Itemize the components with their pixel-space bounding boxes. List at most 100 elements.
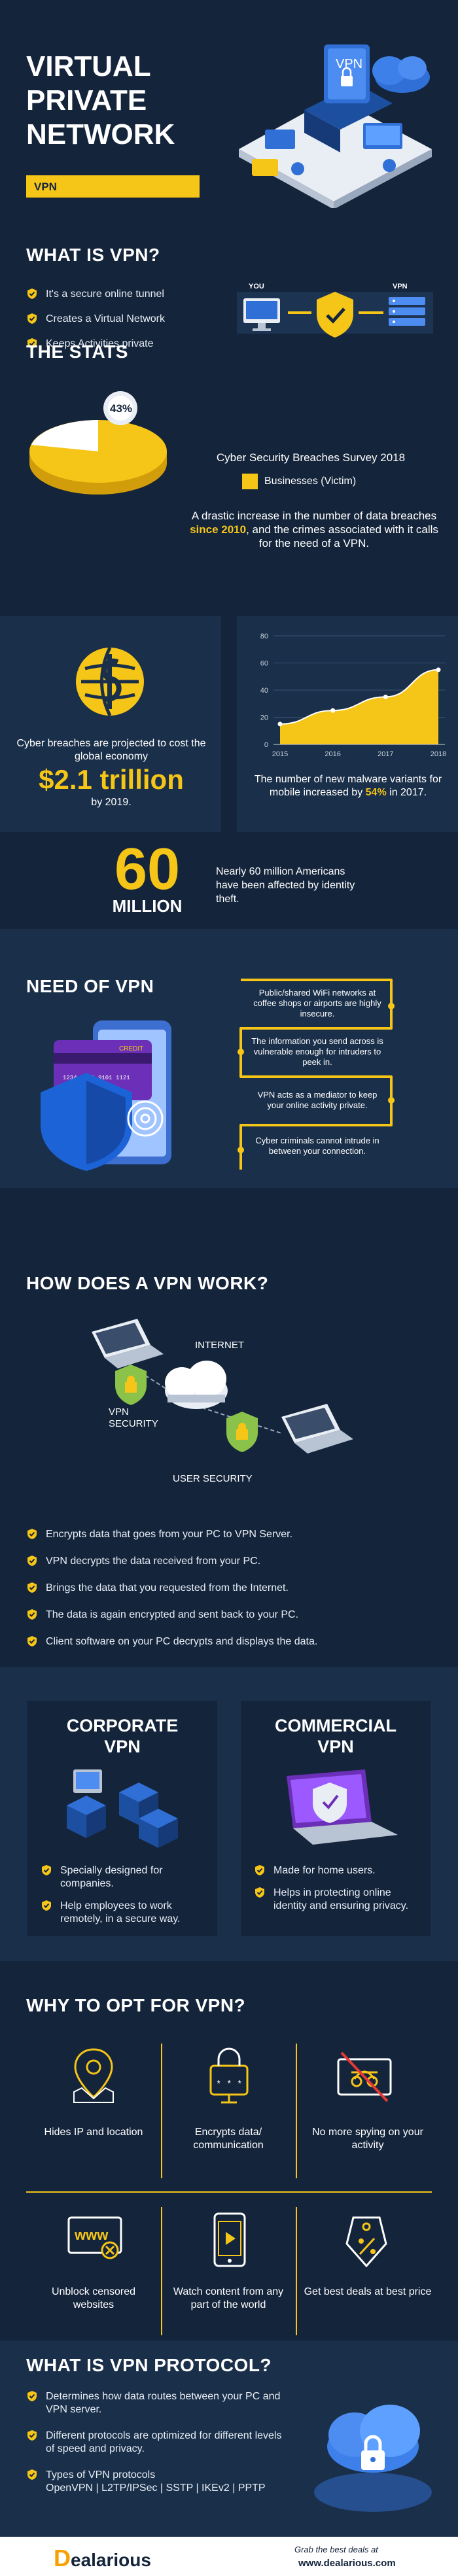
check-icon — [254, 1887, 266, 1898]
need-title: NEED OF VPN — [26, 976, 154, 996]
cost-text: Cyber breaches are projected to cost the… — [16, 738, 206, 762]
corporate-list: Specially designed for companies. Help e… — [41, 1864, 207, 1926]
dollar-globe-icon — [76, 646, 144, 717]
how-diagram — [92, 1319, 353, 1453]
www-icon: www — [67, 2216, 122, 2259]
how-item: Client software on your PC decrypts and … — [26, 1635, 432, 1648]
brand-logo: Dealarious — [54, 2545, 151, 2571]
price-tag-icon — [345, 2216, 387, 2268]
lock-icon — [236, 1423, 248, 1440]
check-icon — [254, 1864, 266, 1876]
legend-text: Businesses (Victim) — [264, 476, 357, 487]
how-title: HOW DOES A VPN WORK? — [26, 1273, 269, 1293]
check-icon — [41, 1900, 52, 1911]
check-icon — [26, 1609, 38, 1620]
check-icon — [26, 1555, 38, 1567]
protocol-item-text: Different protocols are optimized for di… — [46, 2430, 282, 2454]
why-title: WHY TO OPT FOR VPN? — [26, 1995, 246, 2015]
cost-year: by 2019. — [91, 797, 132, 808]
hero-title-line2: PRIVATE — [26, 84, 147, 116]
need-step: VPN acts as a mediator to keep your onli… — [257, 1090, 378, 1110]
spy-icon — [337, 2051, 392, 2102]
why-item-label: Watch content from any part of the world — [173, 2286, 284, 2310]
y-tick-label: 60 — [260, 660, 268, 668]
protocol-item: Types of VPN protocols OpenVPN | L2TP/IP… — [26, 2469, 288, 2495]
user-security-label: USER SECURITY — [173, 1473, 253, 1484]
x-tick-label: 2018 — [431, 750, 446, 758]
check-icon — [26, 288, 38, 300]
laptop-shield-illustration — [287, 1769, 398, 1845]
lock-icon — [125, 1376, 137, 1393]
data-point — [383, 694, 388, 699]
why-item-label: Unblock censored websites — [51, 2286, 136, 2310]
divider — [296, 2044, 297, 2178]
protocol-title: WHAT IS VPN PROTOCOL? — [26, 2355, 272, 2375]
protocol-types: OpenVPN | L2TP/IPSec | SSTP | IKEv2 | PP… — [46, 2482, 266, 2494]
shield-icon — [317, 292, 353, 338]
mobile-play-icon — [213, 2212, 246, 2267]
how-item: VPN decrypts the data received from your… — [26, 1555, 432, 1568]
y-tick-label: 80 — [260, 633, 268, 640]
corporate-item-text: Help employees to work remotely, in a se… — [60, 1900, 181, 1924]
hero-vpn-screen-text: VPN — [336, 57, 362, 71]
check-icon — [41, 1864, 52, 1876]
million-text: Nearly 60 million Americans have been af… — [216, 866, 355, 905]
x-tick-label: 2017 — [378, 750, 393, 758]
divider — [161, 2207, 162, 2335]
what-is-section: WHAT IS VPN? It's a secure online tunnel… — [0, 216, 458, 349]
big-unit: MILLION — [112, 896, 183, 916]
divider — [161, 2044, 162, 2178]
what-is-item-text: Creates a Virtual Network — [46, 313, 165, 324]
malware-text: The number of new malware variants for m… — [254, 774, 442, 798]
how-item-text: The data is again encrypted and sent bac… — [46, 1609, 299, 1620]
divider — [26, 2191, 432, 2193]
what-is-item-text: Keeps Activities private — [46, 338, 154, 349]
hero-section: VIRTUAL PRIVATE NETWORK VPN VPN — [0, 0, 458, 216]
why-item-label: Hides IP and location — [44, 2127, 143, 2138]
what-is-list: It's a secure online tunnel Creates a Vi… — [26, 288, 242, 351]
protocol-item: Determines how data routes between your … — [26, 2390, 288, 2416]
commercial-item-text: Helps in protecting online identity and … — [273, 1887, 409, 1911]
corporate-item: Help employees to work remotely, in a se… — [41, 1900, 207, 1926]
stats-title: THE STATS — [26, 341, 128, 362]
hero-tag: VPN — [26, 175, 200, 198]
big-number: 60 — [114, 837, 181, 902]
footer-url[interactable]: www.dealarious.com — [298, 2558, 396, 2569]
vpn-security-label: VPN SECURITY — [109, 1406, 158, 1429]
how-item-text: Encrypts data that goes from your PC to … — [46, 1529, 293, 1540]
how-item-text: Client software on your PC decrypts and … — [46, 1636, 318, 1647]
phone-card-illustration: CREDIT 1234 5678 9101 1121 — [41, 1020, 171, 1171]
protocol-item-text: Determines how data routes between your … — [46, 2391, 281, 2415]
y-tick-label: 40 — [260, 687, 268, 695]
commercial-item-text: Made for home users. — [273, 1865, 376, 1876]
data-point — [330, 708, 336, 713]
why-item-label: Encrypts data/ communication — [193, 2127, 264, 2151]
stats-section: THE STATS 43% Cyber Security Breaches Su… — [0, 334, 458, 582]
you-vpn-illustration — [237, 292, 433, 338]
need-step: Public/shared WiFi networks at coffee sh… — [253, 988, 381, 1018]
lock-icon — [364, 2435, 382, 2450]
shield-icon — [313, 1783, 347, 1823]
corporate-card: CORPORATE VPN Specially designed for com… — [27, 1701, 217, 1936]
what-is-item: Creates a Virtual Network — [26, 313, 242, 326]
how-item: Brings the data that you requested from … — [26, 1582, 432, 1595]
footer-tagline: Grab the best deals at — [294, 2545, 378, 2554]
protocol-item: Different protocols are optimized for di… — [26, 2429, 288, 2456]
how-item-text: VPN decrypts the data received from your… — [46, 1556, 261, 1567]
survey-title: Cyber Security Breaches Survey 2018 — [216, 451, 406, 464]
breach-text: A drastic increase in the number of data… — [190, 510, 438, 549]
why-section: WHY TO OPT FOR VPN? Hides IP and locatio… — [0, 1961, 458, 2341]
corporate-item-text: Specially designed for companies. — [60, 1865, 163, 1889]
svg-text:*: * — [226, 2080, 232, 2090]
check-icon — [26, 1635, 38, 1647]
what-is-item: Keeps Activities private — [26, 338, 242, 351]
svg-text:*: * — [237, 2080, 242, 2090]
location-pin-icon — [73, 2048, 114, 2103]
corporate-item: Specially designed for companies. — [41, 1864, 207, 1890]
hero-title-line1: VIRTUAL — [26, 50, 151, 82]
check-icon — [26, 313, 38, 324]
vpn-server-label: VPN — [393, 283, 408, 290]
check-icon — [26, 2390, 38, 2402]
commercial-title: COMMERCIAL VPN — [275, 1716, 396, 1756]
